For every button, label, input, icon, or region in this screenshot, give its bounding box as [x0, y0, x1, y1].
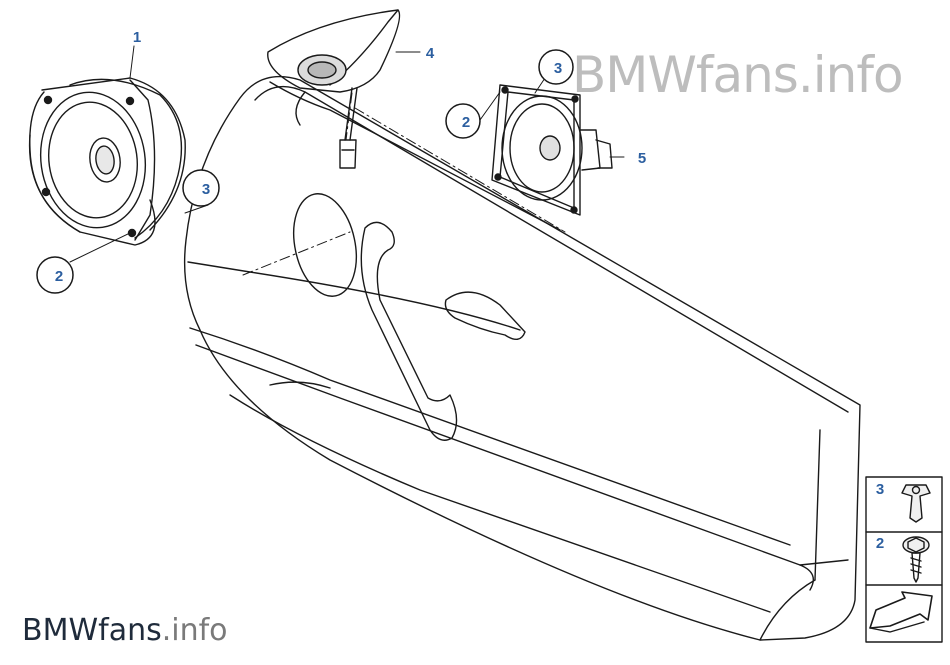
legend-label-clip-nut: 3 — [876, 481, 884, 498]
tweeter-housing — [267, 9, 401, 169]
watermark-bottom-brand: BMWfans — [22, 613, 162, 648]
callout-label-3-left: 3 — [202, 181, 210, 198]
fastener-legend — [865, 476, 943, 643]
callout-label-5: 5 — [638, 150, 646, 167]
callout-circle-3-right — [538, 49, 574, 85]
callout-label-4: 4 — [426, 45, 435, 62]
callout-label-1: 1 — [133, 29, 141, 46]
callout-label-3-right: 3 — [554, 60, 562, 77]
watermark-bottom-ext: .info — [161, 613, 228, 648]
callout-label-2-left: 2 — [55, 268, 63, 285]
callout-circles — [36, 49, 574, 294]
watermark-top-text: BMWfans.info — [572, 46, 904, 104]
screw-icon — [902, 536, 930, 583]
callout-circle-2-left — [36, 256, 74, 294]
callout-circle-3-left — [182, 169, 220, 207]
watermark-top: BMWfans.info — [572, 46, 904, 104]
clip-nut-icon — [901, 484, 931, 523]
legend-label-screw: 2 — [876, 535, 884, 552]
arrow-icon — [869, 591, 933, 633]
leader-lines — [69, 45, 625, 276]
callout-label-2-right: 2 — [462, 114, 470, 131]
midrange-speaker — [491, 84, 613, 216]
callout-circle-2-right — [445, 103, 481, 139]
door-trim-panel — [183, 75, 861, 641]
watermark-bottom: BMWfans.info — [22, 613, 228, 648]
woofer-speaker — [28, 77, 186, 246]
